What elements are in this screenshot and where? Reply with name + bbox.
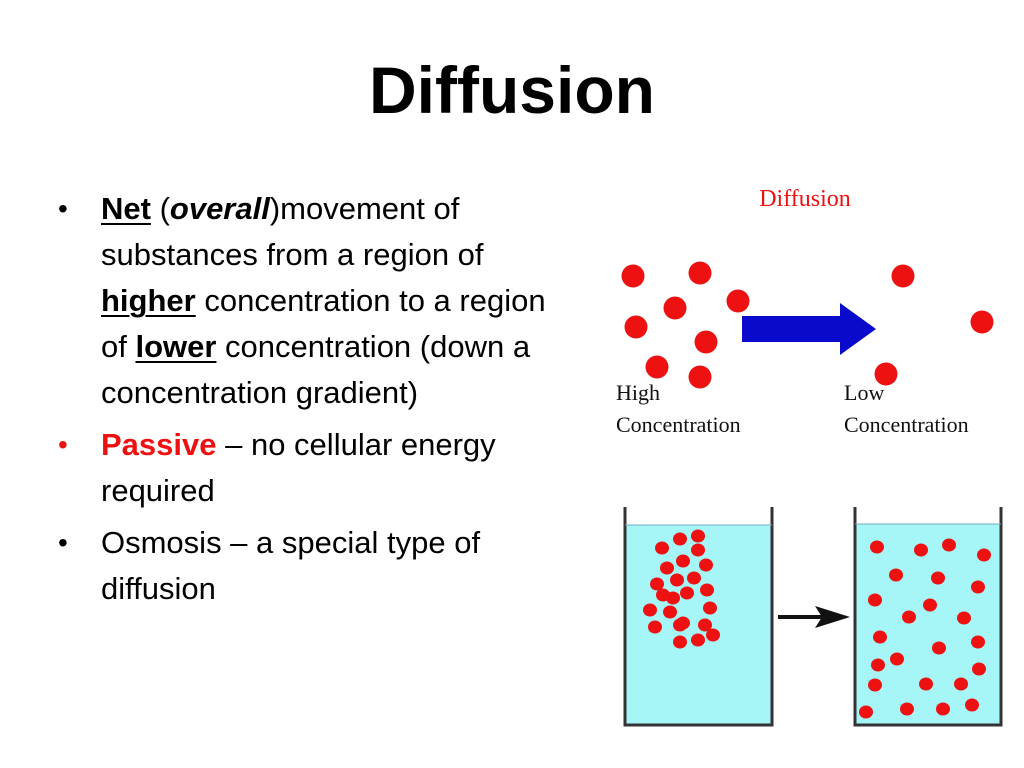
particle	[923, 598, 937, 612]
particle	[972, 662, 986, 676]
bullet-text: concentration (down a concentration grad…	[101, 329, 531, 410]
term-higher: higher	[101, 283, 196, 318]
particle	[691, 529, 705, 543]
label-low: Low	[844, 380, 884, 405]
particle	[902, 610, 916, 624]
particle	[706, 628, 720, 642]
particle	[900, 702, 914, 716]
particle	[673, 618, 687, 632]
particle	[942, 538, 956, 552]
particle	[624, 315, 648, 339]
particle	[703, 601, 717, 615]
particle	[699, 558, 713, 572]
bullet-text: concentration to a region of	[101, 283, 546, 364]
bullet-text: (	[150, 191, 170, 226]
diffusion-arrow-svg: Diffusion High Concentration Low Concent…	[616, 186, 994, 437]
particle	[726, 289, 750, 313]
particle	[936, 702, 950, 716]
particle	[954, 677, 968, 691]
particle	[643, 603, 657, 617]
bullet-item-passive: • Passive – no cellular energy required	[58, 422, 558, 514]
particle	[660, 561, 674, 575]
particle	[890, 652, 904, 666]
diffusion-arrow-diagram: Diffusion High Concentration Low Concent…	[600, 170, 1020, 450]
bullet-list: • Net (overall)movement of substances fr…	[58, 186, 558, 618]
bullet-text: – no cellular energy required	[101, 427, 496, 508]
bullet-dot: •	[58, 193, 68, 224]
particle	[694, 330, 718, 354]
particle	[680, 586, 694, 600]
particle	[891, 264, 915, 288]
particle	[656, 588, 670, 602]
bullet-dot: •	[58, 429, 68, 460]
term-overall: overall	[169, 191, 270, 226]
bullet-item-net-movement: • Net (overall)movement of substances fr…	[58, 186, 558, 416]
particle	[868, 593, 882, 607]
particle	[676, 554, 690, 568]
diagram-title: Diffusion	[759, 186, 851, 212]
particles-before	[643, 529, 720, 649]
low-concentration-particles	[874, 264, 994, 386]
particle	[655, 541, 669, 555]
bullet-item-osmosis: • Osmosis – a special type of diffusion	[58, 520, 558, 612]
term-net: Net	[101, 191, 151, 226]
particle	[688, 365, 712, 389]
particle	[859, 705, 873, 719]
particle	[691, 543, 705, 557]
bullet-dot: •	[58, 527, 68, 558]
particle	[688, 261, 712, 285]
particle	[965, 698, 979, 712]
particle	[977, 548, 991, 562]
particle	[932, 641, 946, 655]
beaker-diagram	[610, 495, 1020, 735]
label-high: High	[616, 380, 660, 405]
beaker-after	[853, 507, 1003, 727]
beaker-svg	[623, 507, 1003, 727]
particle	[663, 605, 677, 619]
particle	[648, 620, 662, 634]
arrow-right-icon	[742, 303, 876, 355]
water-after	[855, 524, 1001, 725]
particle	[914, 543, 928, 557]
particle	[673, 532, 687, 546]
particle	[971, 635, 985, 649]
term-lower: lower	[135, 329, 217, 364]
particle	[645, 355, 669, 379]
particle	[687, 571, 701, 585]
label-high-concentration: Concentration	[616, 412, 741, 437]
label-low-concentration: Concentration	[844, 412, 969, 437]
particle	[889, 568, 903, 582]
slide-title: Diffusion	[369, 53, 655, 127]
particle	[971, 580, 985, 594]
particle	[957, 611, 971, 625]
particle	[698, 618, 712, 632]
particle	[621, 264, 645, 288]
bullet-text: Osmosis – a special type of diffusion	[101, 525, 481, 606]
particle	[874, 362, 898, 386]
bullet-text: )movement of substances from a region of	[101, 191, 484, 272]
particle	[650, 577, 664, 591]
particle	[868, 678, 882, 692]
arrow-right-icon	[815, 606, 850, 628]
particle	[673, 635, 687, 649]
particle	[873, 630, 887, 644]
particle	[663, 296, 687, 320]
particle	[870, 540, 884, 554]
particle	[919, 677, 933, 691]
particle	[700, 583, 714, 597]
high-concentration-particles	[621, 261, 750, 389]
particle	[670, 573, 684, 587]
particles-after	[859, 538, 991, 719]
particle	[691, 633, 705, 647]
beaker-before	[623, 507, 774, 727]
particle	[931, 571, 945, 585]
particle	[970, 310, 994, 334]
particle	[871, 658, 885, 672]
term-passive: Passive	[101, 427, 217, 462]
